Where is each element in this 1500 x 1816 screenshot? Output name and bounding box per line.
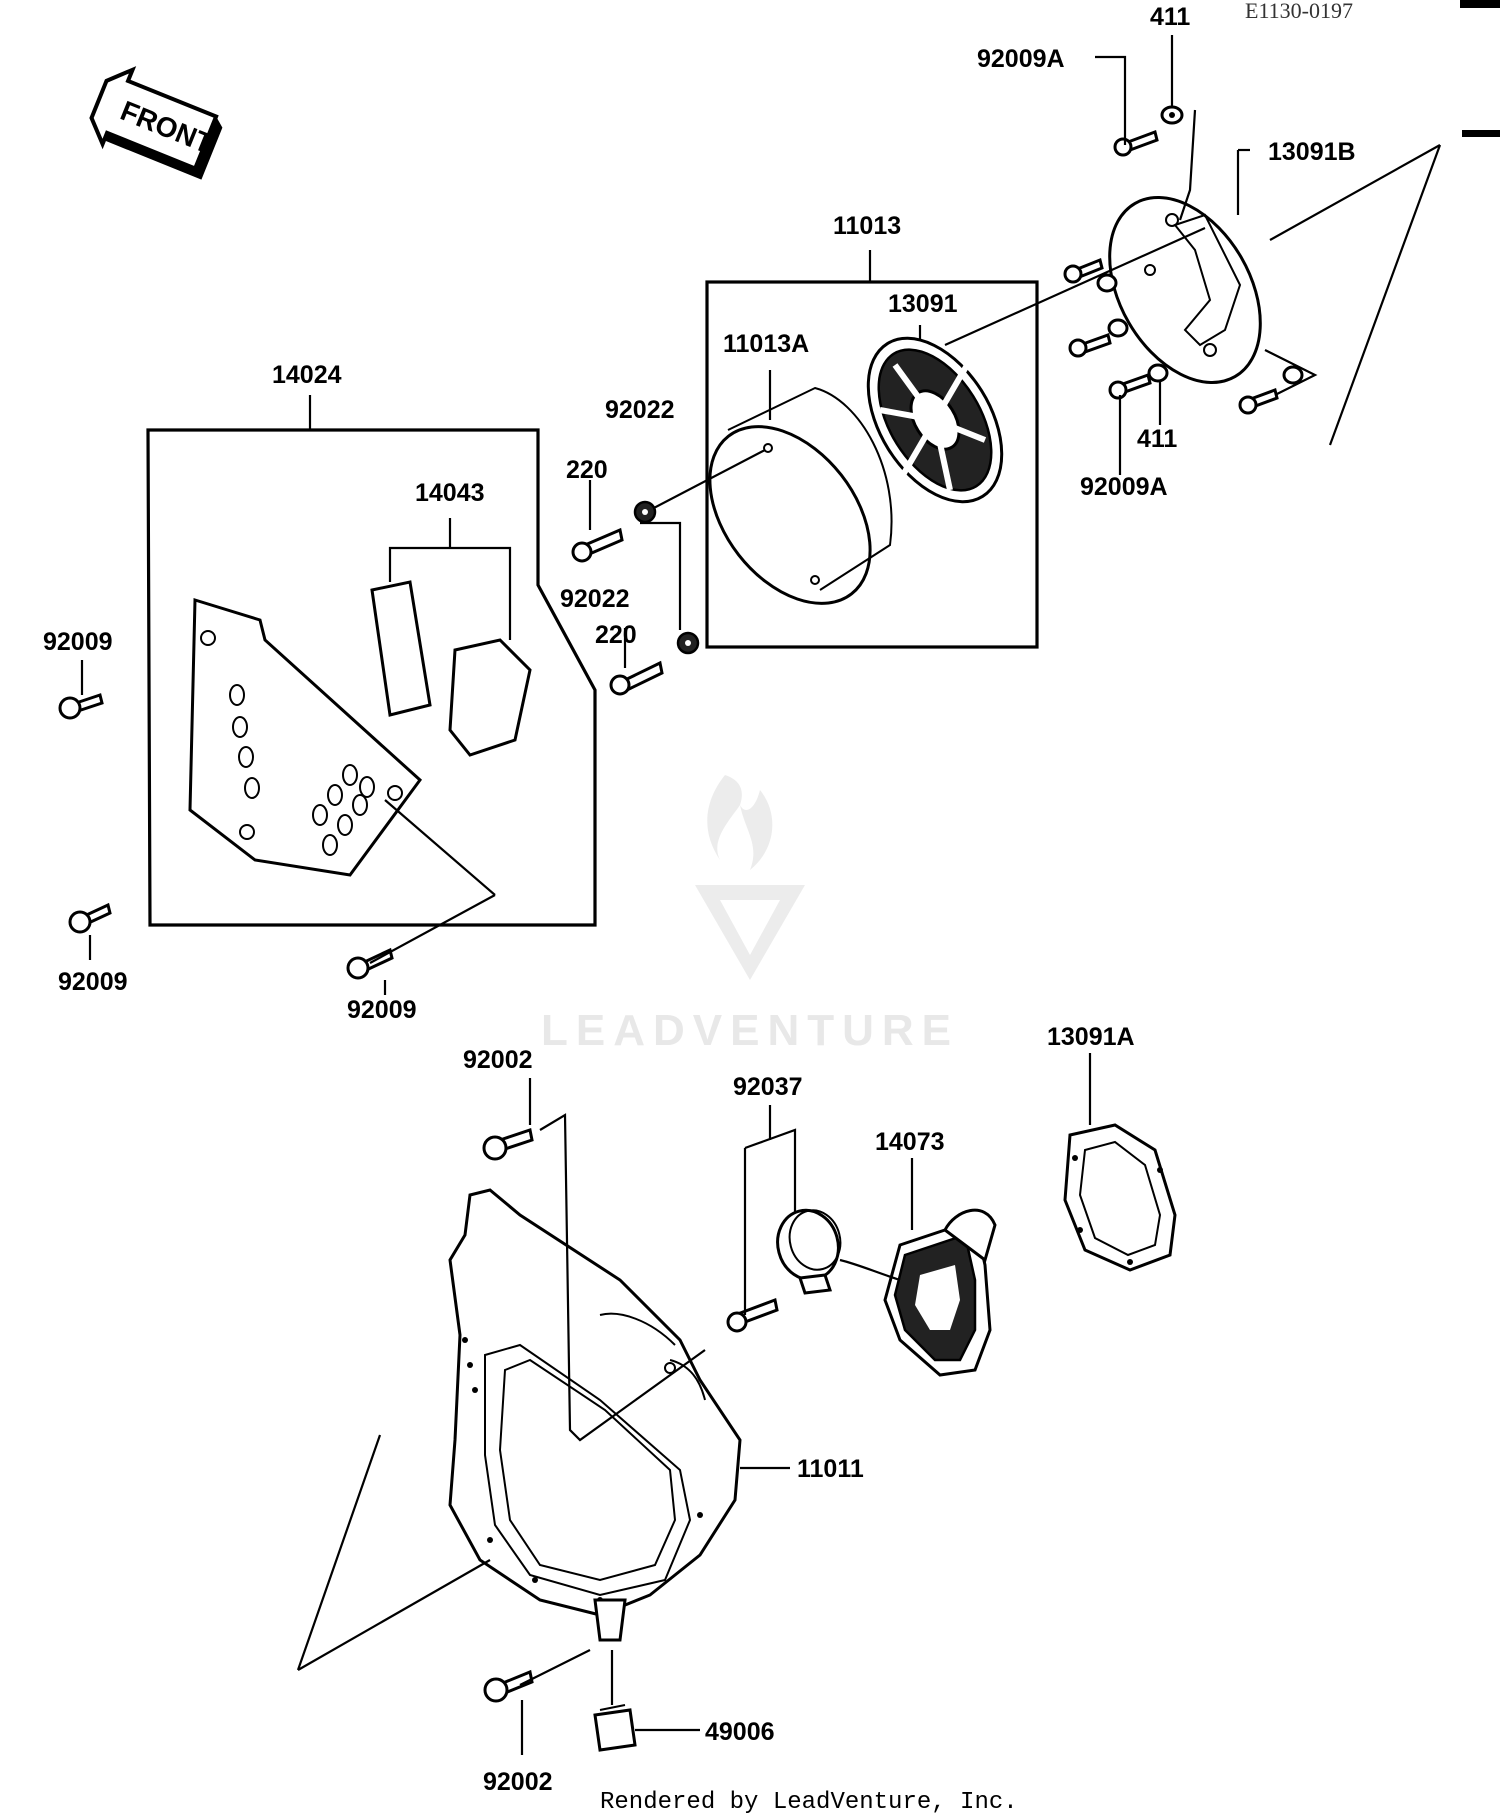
- bolts-upper-right: [1063, 105, 1304, 415]
- frame-14024: [146, 395, 597, 927]
- bolts-lower: [482, 1128, 779, 1703]
- nut-49006: [593, 1650, 700, 1752]
- label-92022-top: 92022: [605, 396, 675, 424]
- label-13091A: 13091A: [1047, 1023, 1135, 1051]
- label-13091B: 13091B: [1268, 138, 1356, 166]
- frame-11013: [705, 250, 1039, 649]
- label-11013: 11013: [833, 212, 901, 240]
- front-arrow-icon: FRONT: [89, 66, 223, 180]
- label-411-mid: 411: [1137, 425, 1177, 453]
- corner-mark: [1460, 0, 1500, 8]
- label-220-mid: 220: [595, 621, 637, 649]
- label-411-top: 411: [1150, 3, 1190, 31]
- duct-14073: [839, 1158, 997, 1377]
- leader-lines-middle: [80, 660, 496, 995]
- watermark-v-icon: [695, 885, 805, 980]
- label-11013A: 11013A: [723, 330, 809, 358]
- leader-lines-upper: [588, 35, 1442, 668]
- backing-plate-13091B: [1108, 109, 1262, 384]
- watermark-text: LEADVENTURE: [541, 1006, 959, 1055]
- filter-frame-13091: [866, 325, 1004, 504]
- bolts-middle: [58, 500, 700, 980]
- label-92002-bottom: 92002: [483, 1768, 553, 1796]
- edge-mark: [1462, 130, 1500, 137]
- label-92009-bottom: 92009: [347, 996, 417, 1024]
- pads-14043: [370, 518, 532, 757]
- label-92002-top: 92002: [463, 1046, 533, 1074]
- watermark: LEADVENTURE: [541, 775, 959, 1055]
- air-box-11011: [448, 1188, 790, 1642]
- label-92009-left: 92009: [43, 628, 113, 656]
- footer-credit: Rendered by LeadVenture, Inc.: [600, 1789, 1018, 1816]
- gasket-13091A: [1063, 1053, 1177, 1272]
- ref-code: E1130-0197: [1245, 0, 1353, 23]
- leader-lines-lower: [296, 1078, 706, 1755]
- watermark-flame-icon: [707, 775, 773, 870]
- side-cover-plate: [188, 597, 423, 877]
- label-14073: 14073: [875, 1128, 945, 1156]
- label-14024: 14024: [272, 361, 342, 389]
- label-13091: 13091: [888, 290, 958, 318]
- label-92037: 92037: [733, 1073, 803, 1101]
- label-14043: 14043: [415, 479, 485, 507]
- filter-11013A: [708, 370, 893, 605]
- label-92009A-mid: 92009A: [1080, 473, 1168, 501]
- label-49006: 49006: [705, 1718, 775, 1746]
- label-220-top: 220: [566, 456, 608, 484]
- label-92009A-top: 92009A: [977, 45, 1065, 73]
- label-92022-mid: 92022: [560, 585, 630, 613]
- clamp-92037: [743, 1105, 842, 1315]
- label-92009-lower-left: 92009: [58, 968, 128, 996]
- label-11011: 11011: [797, 1455, 864, 1483]
